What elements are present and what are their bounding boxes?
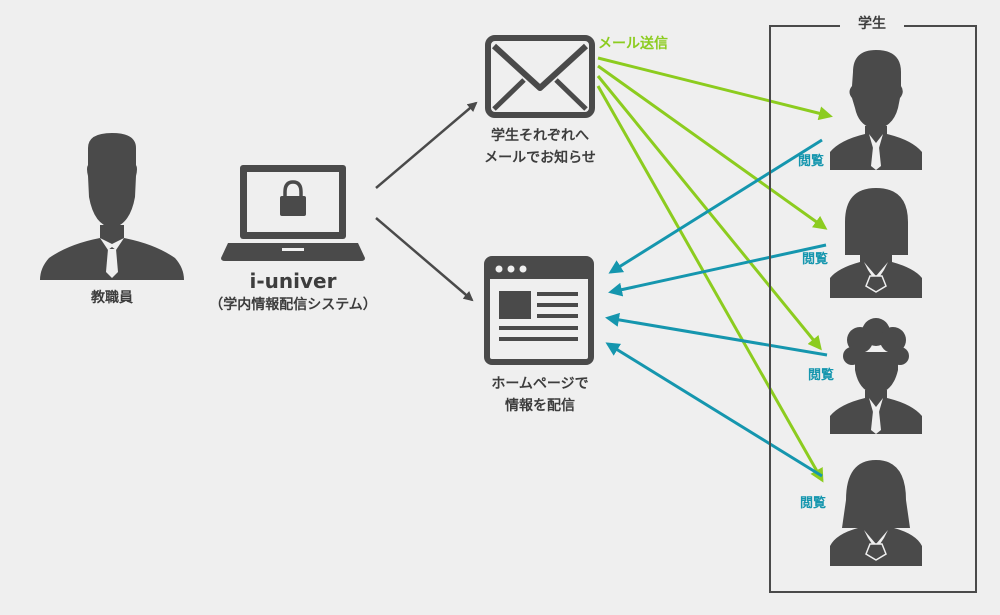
- homepage-label-line2: 情報を配信: [505, 398, 575, 414]
- view-arrow-student-3: [605, 312, 828, 357]
- arrow-system-to-homepage: [375, 217, 474, 302]
- view-arrows: [605, 138, 828, 478]
- laptop-lock-icon: [221, 165, 365, 261]
- male-student-curly-icon: [830, 318, 922, 434]
- webpage-icon: [484, 256, 594, 365]
- system-name: i-univer: [249, 269, 337, 293]
- female-student-long-icon: [830, 460, 922, 566]
- mail-send-label: メール送信: [598, 36, 668, 52]
- view-label-4: 閲覧: [800, 496, 827, 511]
- mail-arrow-student-4: [596, 85, 824, 483]
- view-arrow-student-1: [608, 138, 823, 274]
- arrow-system-to-mail: [375, 101, 478, 189]
- mail-arrow-student-2: [597, 64, 828, 230]
- mail-label-line2: メールでお知らせ: [484, 150, 596, 166]
- view-label-1: 閲覧: [798, 154, 825, 169]
- homepage-label-line1: ホームページで: [491, 376, 589, 392]
- view-label-2: 閲覧: [802, 252, 829, 267]
- female-student-bob-icon: [830, 188, 922, 298]
- mail-arrow-student-1: [597, 56, 833, 121]
- view-arrow-student-2: [608, 243, 827, 297]
- staff-label: 教職員: [91, 290, 133, 306]
- staff-person-icon: [40, 133, 184, 280]
- student-group-box: [769, 25, 977, 593]
- system-subtitle: （学内情報配信システム）: [209, 297, 377, 313]
- view-label-3: 閲覧: [808, 368, 835, 383]
- view-arrow-student-4: [605, 342, 823, 478]
- student-group-label: 学生: [852, 16, 892, 34]
- envelope-icon: [485, 35, 595, 118]
- male-student-icon: [830, 50, 922, 170]
- mail-label-line1: 学生それぞれへ: [491, 128, 589, 144]
